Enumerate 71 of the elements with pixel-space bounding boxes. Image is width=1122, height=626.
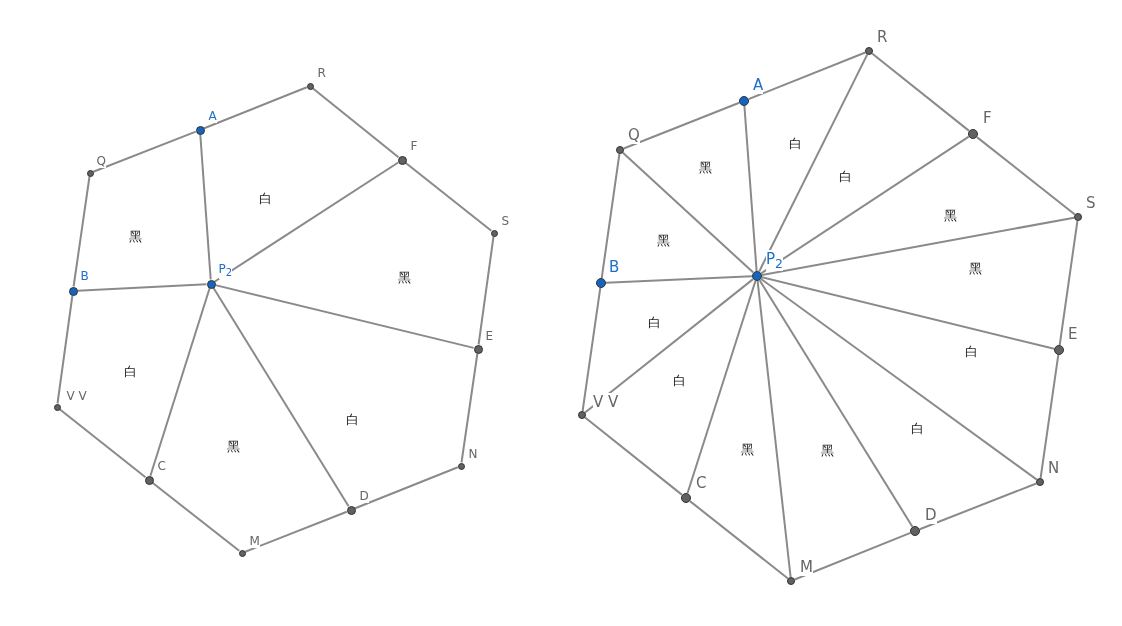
region-label: 白 <box>964 343 978 361</box>
region-label: 黑 <box>397 269 411 287</box>
line-segment <box>743 105 758 272</box>
line-segment <box>581 286 602 412</box>
line-segment <box>149 287 211 477</box>
region-label: 黑 <box>740 441 754 459</box>
region-label: 白 <box>838 168 852 186</box>
point-label: D <box>925 506 937 524</box>
line-segment <box>92 130 197 173</box>
line-segment <box>605 275 753 284</box>
line-segment <box>760 277 1038 481</box>
line-segment <box>477 235 495 346</box>
point-label: A <box>753 76 764 94</box>
region-label: 黑 <box>820 442 834 460</box>
region-label: 黑 <box>968 260 982 278</box>
line-segment <box>76 283 208 292</box>
line-segment <box>793 531 912 581</box>
line-segment <box>354 466 459 510</box>
line-segment <box>756 280 792 578</box>
point-label: A <box>208 109 217 124</box>
point-label: V V <box>593 393 619 411</box>
line-segment <box>72 175 91 288</box>
line-segment <box>760 216 1076 277</box>
region-label: 黑 <box>698 159 712 177</box>
line-segment <box>622 101 741 150</box>
line-segment <box>747 51 867 101</box>
region-label: 黑 <box>656 232 670 250</box>
line-segment <box>56 294 74 405</box>
line-segment <box>758 53 869 273</box>
point-label: Q <box>96 154 106 169</box>
point-label: M <box>800 558 813 576</box>
line-segment <box>584 278 755 414</box>
line-segment <box>871 52 971 132</box>
line-segment <box>686 279 757 495</box>
point-label: P$_{2}$ <box>766 250 783 271</box>
line-segment <box>688 500 789 580</box>
region-label: 白 <box>910 420 924 438</box>
region-label: 黑 <box>128 228 142 246</box>
line-segment <box>1058 220 1079 347</box>
region-label: 黑 <box>943 207 957 225</box>
region-label: 白 <box>788 135 802 153</box>
line-segment <box>1039 353 1060 479</box>
line-segment <box>760 276 1056 350</box>
line-segment <box>212 286 350 508</box>
point-label: D <box>359 489 369 504</box>
region-label: 白 <box>345 411 359 429</box>
line-segment <box>760 135 970 275</box>
line-segment <box>214 284 475 349</box>
line-segment <box>213 161 400 283</box>
line-segment <box>918 482 1038 531</box>
line-segment <box>244 510 348 553</box>
line-segment <box>460 352 479 464</box>
region-label: 白 <box>258 190 272 208</box>
region-label: 黑 <box>226 438 240 456</box>
region-label: 白 <box>647 314 661 332</box>
line-segment <box>151 481 241 552</box>
line-segment <box>584 416 684 496</box>
line-segment <box>311 87 400 159</box>
line-segment <box>199 133 212 281</box>
line-segment <box>600 153 621 280</box>
line-segment <box>58 408 147 479</box>
line-segment <box>621 151 755 274</box>
line-segment <box>203 86 308 130</box>
point-label: M <box>249 534 260 549</box>
line-segment <box>758 279 914 528</box>
region-label: 白 <box>123 363 137 381</box>
line-segment <box>404 161 493 232</box>
region-label: 白 <box>672 372 686 390</box>
point-label: Q <box>628 126 640 144</box>
point-label: P$_{2}$ <box>218 262 233 280</box>
line-segment <box>975 136 1076 216</box>
